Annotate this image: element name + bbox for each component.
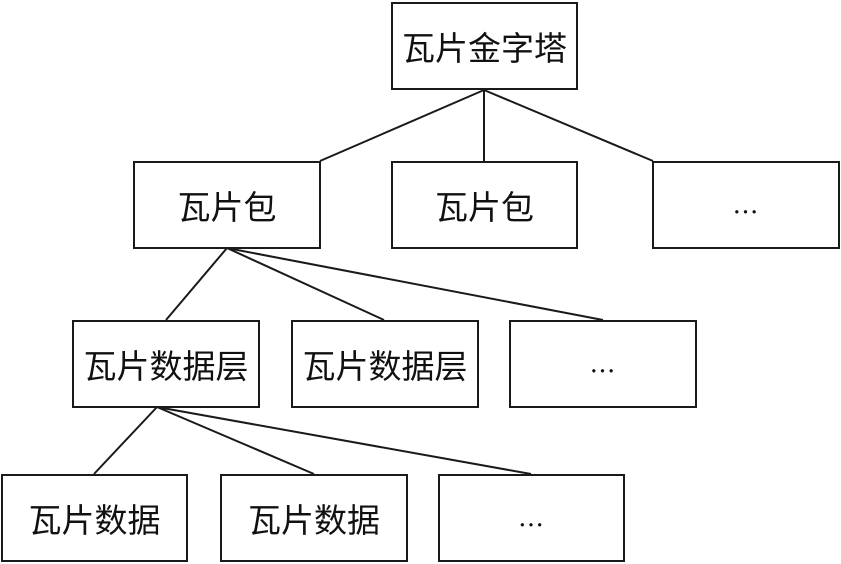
tile-data-layer-more-node: … — [509, 320, 697, 408]
tile-data-layer-node-1: 瓦片数据层 — [72, 320, 260, 408]
edge-root-to-package-1 — [319, 89, 485, 162]
edge-root-to-package-more — [483, 89, 654, 162]
root-node-tile-pyramid: 瓦片金字塔 — [391, 2, 578, 90]
edge-layer-to-data-1 — [93, 406, 158, 475]
edge-package-to-layer-1 — [165, 247, 228, 321]
edge-package-to-layer-2 — [226, 247, 385, 321]
tile-data-layer-node-2: 瓦片数据层 — [291, 320, 479, 408]
edge-package-to-layer-more — [226, 247, 604, 321]
tile-data-more-node: … — [438, 474, 625, 562]
edge-layer-to-data-2 — [156, 406, 315, 475]
tile-package-node-2: 瓦片包 — [391, 161, 578, 249]
tile-package-more-node: … — [652, 161, 840, 249]
tile-data-node-2: 瓦片数据 — [220, 474, 408, 562]
tile-package-node-1: 瓦片包 — [133, 161, 321, 249]
edge-layer-to-data-more — [156, 406, 532, 475]
tile-data-node-1: 瓦片数据 — [1, 474, 188, 562]
